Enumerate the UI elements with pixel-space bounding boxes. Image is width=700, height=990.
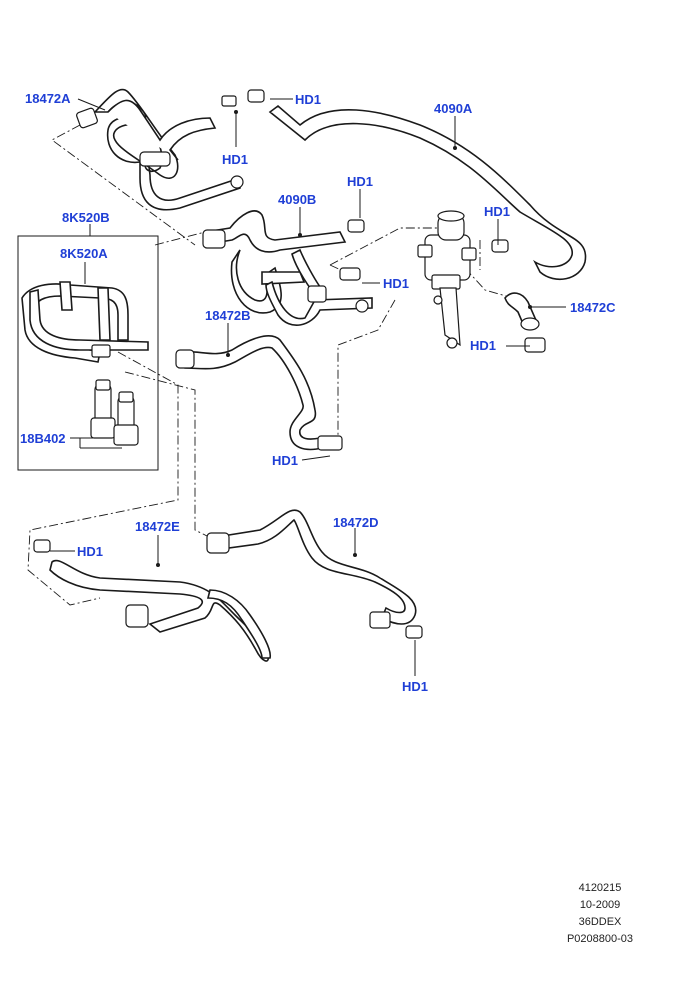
label-18472E: 18472E xyxy=(135,519,180,534)
leader-lines xyxy=(50,98,566,676)
reference-date: 10-2009 xyxy=(579,899,621,911)
label-8K520B: 8K520B xyxy=(62,210,110,225)
label-hd1-valve-left: HD1 xyxy=(383,276,409,291)
hose-18472D xyxy=(206,509,423,639)
label-18472A: 18472A xyxy=(25,91,71,106)
label-18472B: 18472B xyxy=(205,308,251,323)
label-hd1-18472C: HD1 xyxy=(470,338,496,353)
hose-18472E xyxy=(33,539,272,662)
clip-hd1-4090B xyxy=(347,219,365,233)
hose-8K520A xyxy=(21,281,149,363)
label-hd1-valve-top: HD1 xyxy=(484,204,510,219)
label-hd1-a-below: HD1 xyxy=(222,152,248,167)
label-4090A: 4090A xyxy=(434,101,473,116)
label-8K520A: 8K520A xyxy=(60,246,108,261)
8K520B-group-box xyxy=(17,235,159,471)
hose-18472A xyxy=(76,88,244,211)
assembly-dashed-lines xyxy=(27,124,514,606)
reference-code: 36DDEX xyxy=(578,916,622,928)
label-18472C: 18472C xyxy=(570,300,616,315)
label-hd1-18472D: HD1 xyxy=(402,679,428,694)
hose-4090A xyxy=(268,104,587,280)
label-18472D: 18472D xyxy=(333,515,379,530)
hose-4090B xyxy=(202,210,373,326)
valve-assembly xyxy=(417,210,477,349)
label-4090B: 4090B xyxy=(278,192,316,207)
valve-18B402-pair xyxy=(90,379,139,446)
callout-labels: 18472A HD1 HD1 4090A HD1 4090B HD1 8K520… xyxy=(20,91,616,694)
drawing-reference-block: 4120215 10-2009 36DDEX P0208800-03 xyxy=(545,880,655,948)
label-18B402: 18B402 xyxy=(20,431,66,446)
reference-number: 4120215 xyxy=(578,882,622,894)
drawing-number: P0208800-03 xyxy=(566,933,634,945)
hose-18472C xyxy=(504,292,546,353)
clip-hd1-top-left xyxy=(221,89,265,107)
label-hd1-18472E: HD1 xyxy=(77,544,103,559)
clip-hd1-valve xyxy=(339,239,509,281)
label-hd1-top: HD1 xyxy=(295,92,321,107)
label-hd1-18472B: HD1 xyxy=(272,453,298,468)
hose-18472B xyxy=(175,335,343,451)
label-hd1-4090B: HD1 xyxy=(347,174,373,189)
